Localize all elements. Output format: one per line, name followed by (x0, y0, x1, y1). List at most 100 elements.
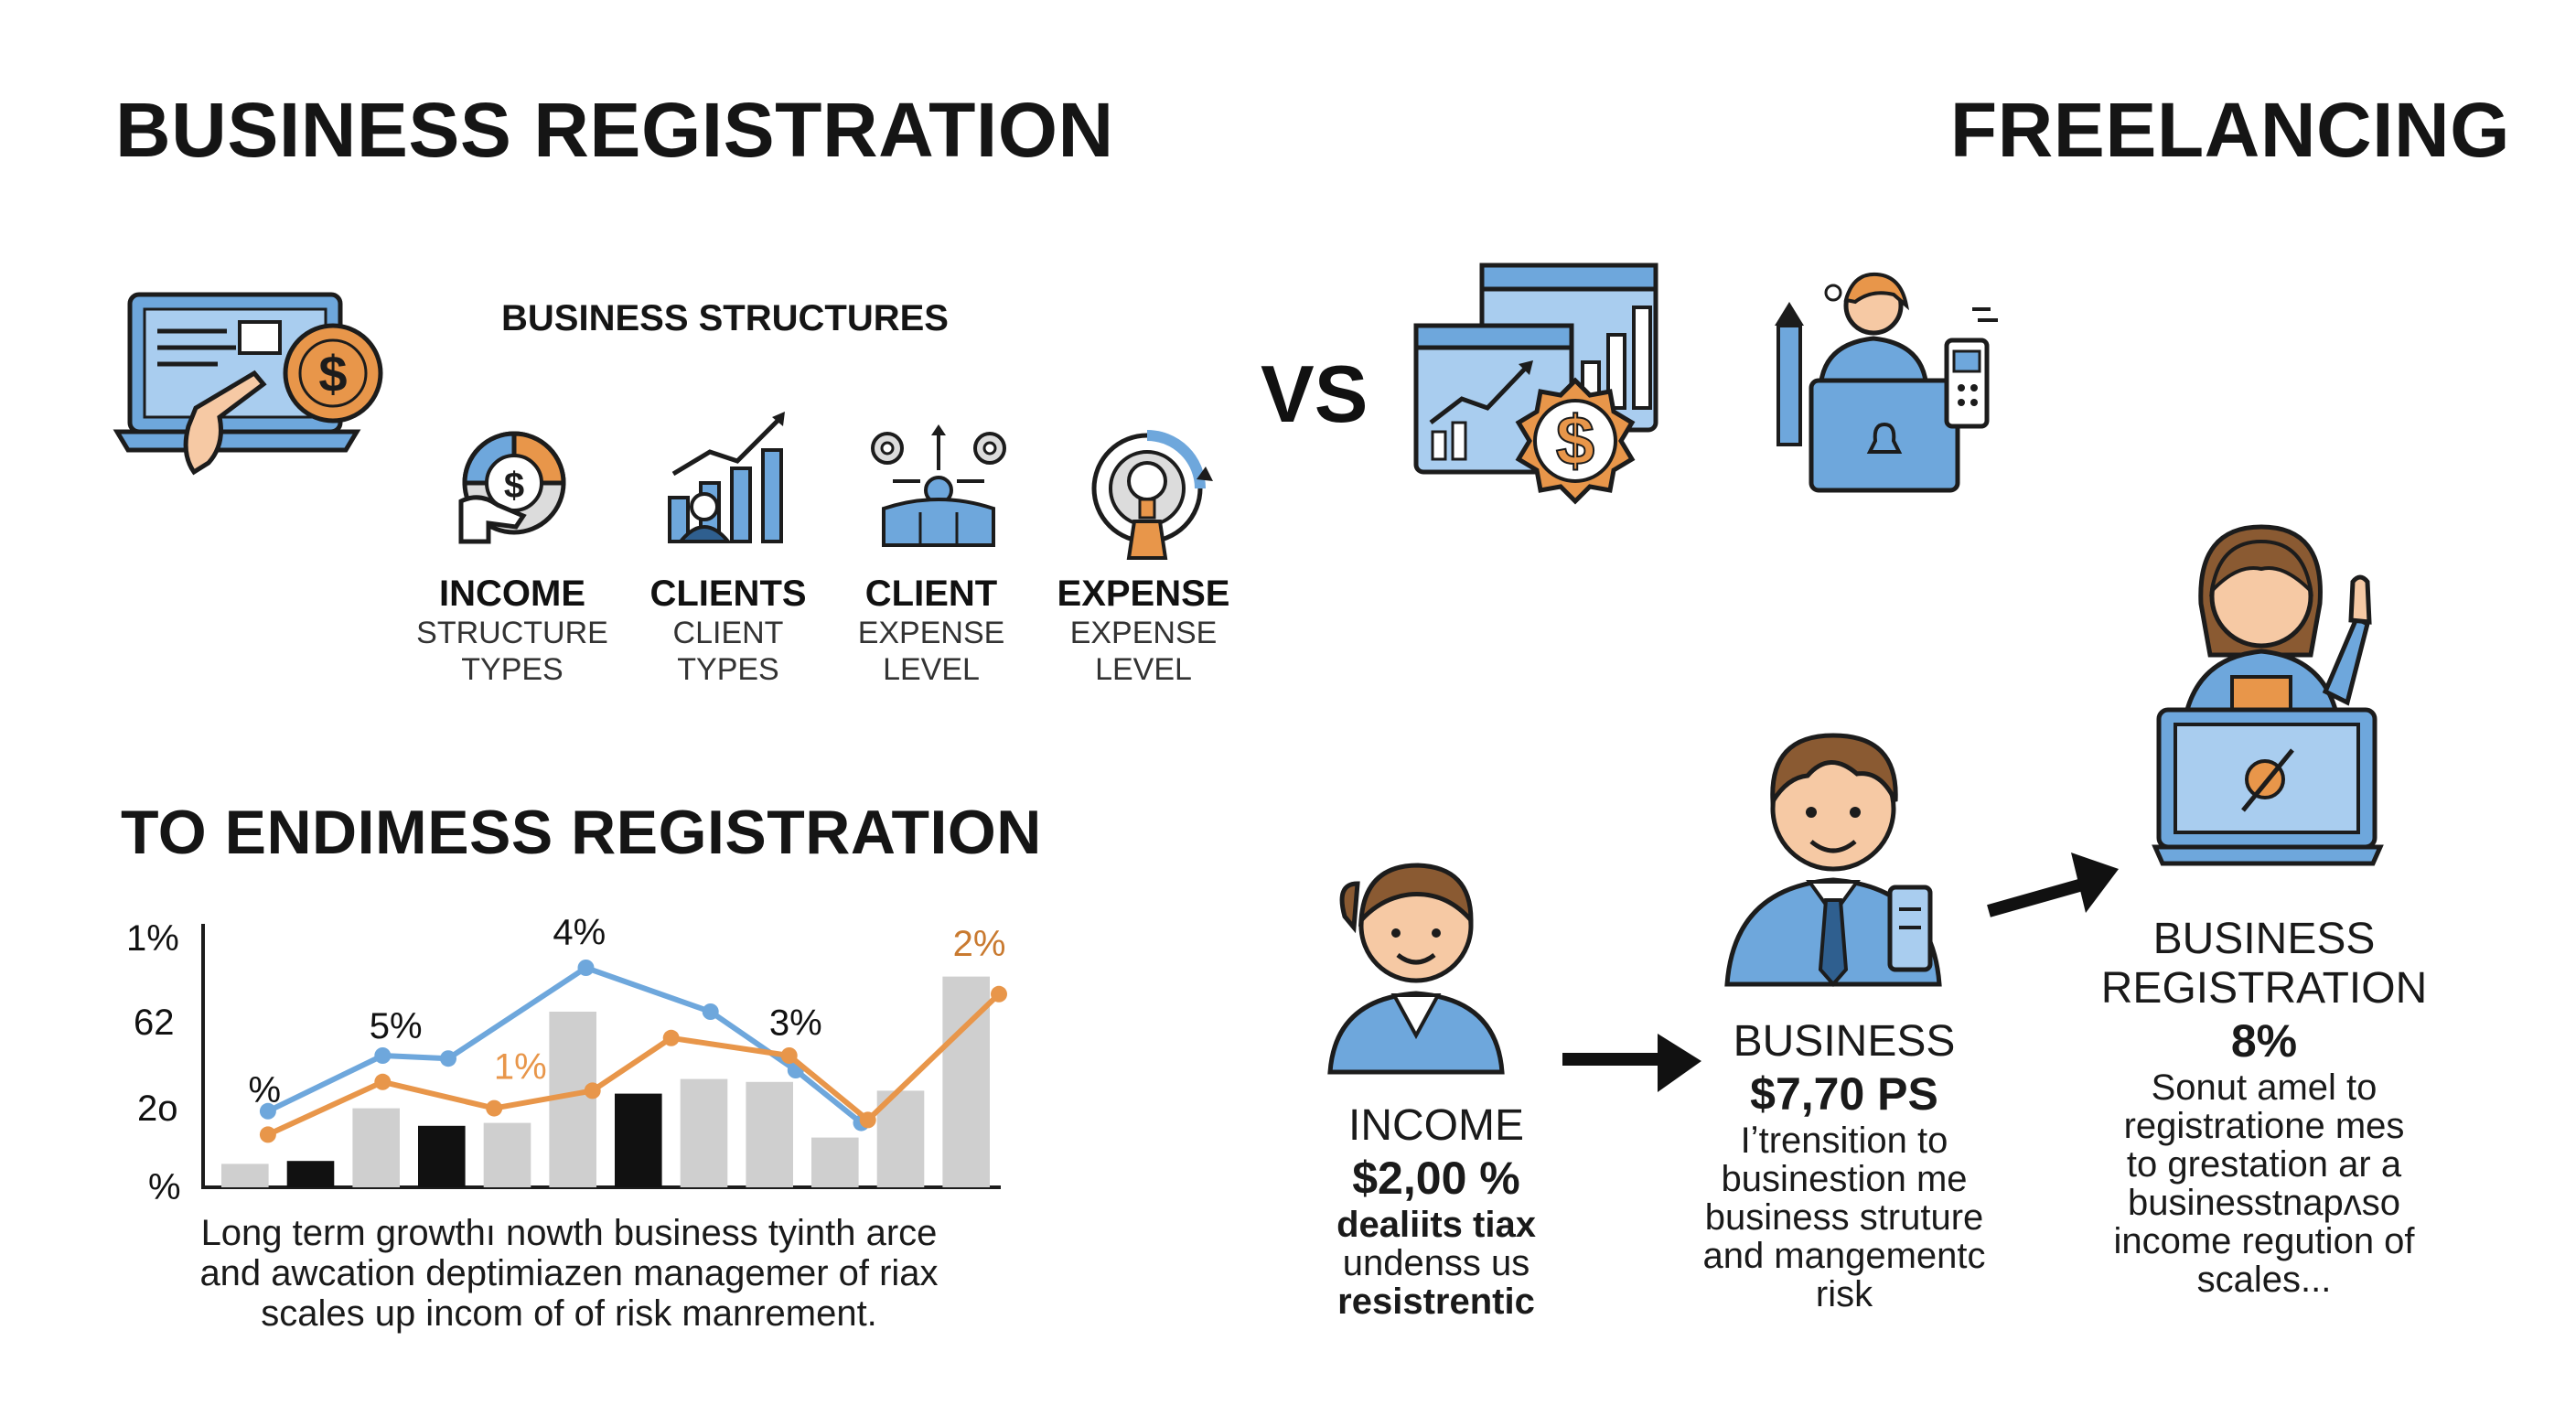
chart-point (374, 1047, 392, 1064)
chart-data-label: 1% (494, 1047, 547, 1088)
chart-data-label: 4% (553, 912, 606, 952)
structure-item-title: CLIENT (864, 574, 998, 614)
spacer-decor (1544, 604, 1736, 627)
chart-point (577, 960, 595, 976)
growth-chart: % 5% 4% 1% 3% 2% (201, 912, 1007, 1189)
structure-item-line1: EXPENSE (1069, 616, 1218, 650)
chart-point (662, 1029, 680, 1046)
chart-bar (615, 1093, 662, 1187)
flow-step-text: registratione mes (2123, 1106, 2405, 1146)
structure-item-line2: LEVEL (883, 652, 980, 687)
flow-step-value: $2,00 % (1352, 1153, 1520, 1204)
flow-step-text: businesstnapʌso (2128, 1183, 2400, 1223)
chart-series-line (266, 992, 1002, 1138)
chart-point (374, 1073, 392, 1090)
freelancer-desk-icon (1775, 272, 1998, 493)
structure-item-expense: EXPENSE EXPENSE LEVEL (1043, 573, 1244, 688)
svg-text:$: $ (318, 345, 347, 402)
flow-step-text: and mangementc (1702, 1236, 1986, 1276)
expense-lightbulb-icon (1091, 430, 1213, 560)
chart-caption-line: and awcation deptimiazen managemer of ri… (199, 1253, 939, 1293)
chart-point (702, 1003, 719, 1020)
y-tick-label: 2o (137, 1089, 178, 1129)
presenter-laptop-icon (2152, 524, 2384, 866)
flow-step-label: REGISTRATION (2100, 964, 2428, 1013)
flow-step-label: INCOME (1348, 1101, 1524, 1150)
chart-point (486, 1099, 503, 1117)
chart-axes (201, 924, 1001, 1189)
flow-step-business: BUSINESS $7,70 PS Iʼtrensition to busine… (1670, 1017, 2018, 1314)
chart-caption: Long term growthı nowth business tyinth … (112, 1213, 1026, 1334)
structure-item-clients: CLIENTS CLIENT TYPES (628, 573, 829, 688)
chart-point (859, 1111, 876, 1129)
chart-bar (746, 1081, 793, 1187)
chart-bar (418, 1125, 466, 1187)
person-man-icon (1724, 733, 1942, 988)
analytics-screens-icon: $ (1413, 263, 1658, 505)
flow-step-text: dealiits tiax (1336, 1205, 1536, 1245)
flow-step-text: undenss us (1342, 1243, 1530, 1283)
chart-data-label: % (249, 1070, 282, 1110)
chart-caption-line: scales up incom of of risk manrement. (261, 1293, 877, 1334)
y-tick-label: 1% (126, 918, 179, 959)
flow-step-text: to grestation ar a (2126, 1144, 2402, 1185)
chart-data-label: 3% (769, 1003, 822, 1044)
structure-item-title: CLIENTS (649, 574, 807, 614)
flow-step-text: Iʼtrensition to (1740, 1121, 1948, 1161)
chart-point (991, 985, 1007, 1003)
chart-data-label: 5% (370, 1006, 423, 1046)
chart-point (259, 1102, 276, 1120)
flow-step-text: income regution of (2113, 1221, 2415, 1261)
structure-item-line2: TYPES (677, 652, 779, 687)
structure-item-line1: CLIENT (672, 616, 784, 650)
svg-text:$: $ (504, 466, 524, 506)
flow-step-text: scales... (2196, 1260, 2332, 1300)
chart-point (259, 1126, 276, 1143)
y-tick-label: 62 (134, 1003, 175, 1043)
person-woman-icon (1327, 863, 1505, 1075)
structure-item-client-expense: CLIENT EXPENSE LEVEL (831, 573, 1032, 688)
income-structure-icon: $ (458, 431, 566, 544)
chart-bar (352, 1108, 400, 1187)
chart-bar (811, 1137, 859, 1187)
flow-step-label: BUSINESS (1733, 1017, 1956, 1066)
right-title: FREELANCING (1949, 87, 2510, 173)
arrow-right-icon (1562, 1034, 1701, 1092)
chart-point (780, 1047, 798, 1064)
chart-caption-line: Long term growthı nowth business tyinth … (200, 1213, 938, 1253)
chart-data-label: 2% (953, 924, 1006, 964)
flow-step-text: business struture (1704, 1197, 1984, 1238)
chart-bar (286, 1161, 335, 1187)
chart-bar (221, 1164, 269, 1187)
structure-item-line2: LEVEL (1095, 652, 1192, 687)
section2-heading: TO ENDIMESS REGISTRATION (121, 798, 1042, 867)
client-expense-icon (871, 424, 1006, 547)
flow-step-text: businestion me (1721, 1159, 1968, 1199)
laptop-payment-icon: $ (113, 292, 383, 476)
chart-point (440, 1050, 456, 1067)
flow-step-text: risk (1815, 1274, 1873, 1314)
flow-step-value: 8% (2230, 1015, 2298, 1067)
left-title: BUSINESS REGISTRATION (115, 87, 1114, 173)
flow-step-registration: BUSINESS REGISTRATION 8% Sonut amel to r… (2086, 915, 2442, 1299)
structure-item-line2: TYPES (461, 652, 564, 687)
structure-item-title: INCOME (439, 574, 585, 614)
structure-item-line1: EXPENSE (857, 616, 1005, 650)
chart-point (584, 1082, 601, 1099)
structures-heading: BUSINESS STRUCTURES (501, 298, 949, 338)
chart-bar (680, 1078, 728, 1187)
structure-item-title: EXPENSE (1057, 574, 1230, 614)
structure-item-line1: STRUCTURE (416, 616, 608, 650)
chart-bar (483, 1122, 531, 1187)
flow-step-text: resistrentic (1337, 1282, 1535, 1322)
flow-step-label: BUSINESS (2152, 915, 2376, 963)
flow-step-value: $7,70 PS (1750, 1068, 1938, 1120)
flow-step-income: INCOME $2,00 % dealiits tiax undenss us … (1272, 1101, 1601, 1321)
arrow-up-right-icon (1987, 853, 2119, 917)
structure-item-income: INCOME STRUCTURE TYPES (412, 573, 613, 688)
clients-growth-icon (668, 412, 785, 543)
y-tick-label: % (148, 1167, 181, 1207)
flow-step-text: Sonut amel to (2151, 1067, 2377, 1108)
vs-label: VS (1261, 349, 1368, 439)
svg-text:$: $ (1556, 402, 1594, 480)
